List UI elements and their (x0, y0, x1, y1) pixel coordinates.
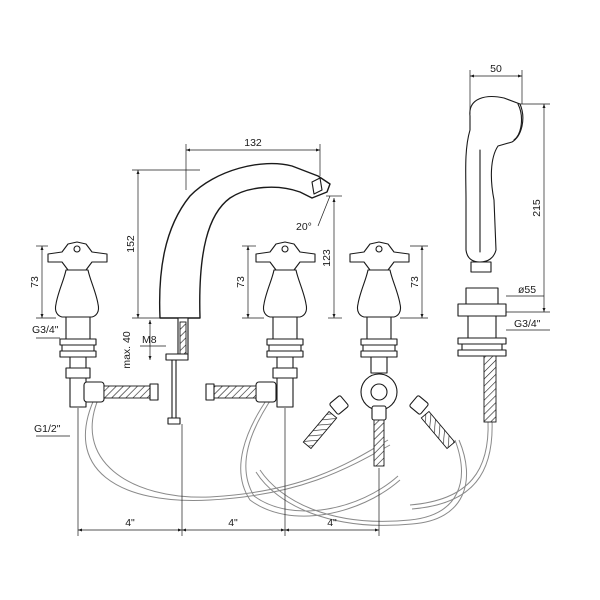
label-spacing-2: 4" (228, 517, 238, 529)
label-rod-thread: M8 (142, 334, 157, 346)
valve-bell-body (356, 269, 402, 318)
connection-hoses (84, 394, 493, 526)
label-handshower-height: 215 (531, 199, 543, 217)
label-inlet-thread: G1/2" (34, 423, 61, 435)
label-spacing-3: 4" (327, 517, 337, 529)
diverter-block (360, 373, 398, 411)
dimension-labels: 50 132 215 152 20° 123 73 73 73 ø55 G3/4… (29, 63, 543, 529)
left-cross-handle-valve (47, 241, 159, 408)
label-handshower-width: 50 (490, 63, 502, 75)
dimension-lines (36, 70, 550, 536)
label-spout-reach: 132 (244, 137, 262, 149)
label-valve-height-left: 73 (29, 276, 41, 288)
label-valve-height-diverter: 73 (409, 276, 421, 288)
label-handshower-base-diameter: ø55 (518, 284, 536, 296)
center-cross-handle-valve (205, 241, 316, 408)
cross-handle (255, 241, 316, 271)
cross-handle (349, 241, 410, 271)
label-thread-left: G3/4" (32, 324, 59, 336)
diverter-cross-handle-valve (302, 241, 456, 467)
label-thread-handshower: G3/4" (514, 318, 541, 330)
valve-bell-body (54, 269, 100, 318)
label-spout-valve-height: 123 (321, 249, 333, 267)
cross-handle (47, 241, 108, 271)
label-valve-height-center: 73 (235, 276, 247, 288)
label-spout-angle: 20° (296, 221, 312, 233)
label-spacing-1: 4" (125, 517, 135, 529)
spout-outline (158, 162, 331, 319)
hand-shower-head (465, 96, 524, 263)
bath-spout (158, 162, 331, 425)
valve-bell-body (262, 269, 308, 318)
hand-shower (457, 96, 524, 423)
label-spout-height: 152 (125, 235, 137, 253)
label-max-deck: max. 40 (121, 331, 133, 369)
